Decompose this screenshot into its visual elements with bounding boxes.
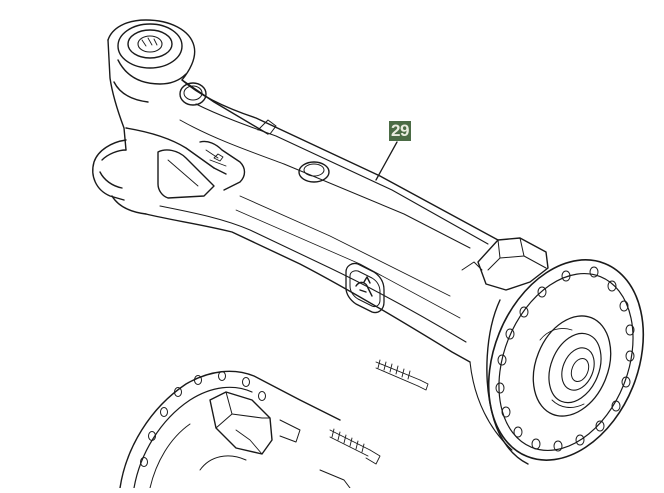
callout-leader-line bbox=[376, 142, 397, 180]
callout-label-29[interactable]: 29 bbox=[389, 121, 411, 141]
axle-beam bbox=[126, 80, 498, 362]
oil-plug bbox=[299, 162, 329, 182]
end-flange bbox=[460, 237, 664, 484]
lower-pivot-lug bbox=[93, 140, 146, 214]
lower-housing bbox=[120, 371, 350, 488]
stud-bolts bbox=[330, 360, 428, 464]
deere-leaping-deer-logo bbox=[346, 263, 384, 312]
mounting-pad bbox=[158, 120, 276, 198]
pivot-tower bbox=[108, 20, 268, 150]
